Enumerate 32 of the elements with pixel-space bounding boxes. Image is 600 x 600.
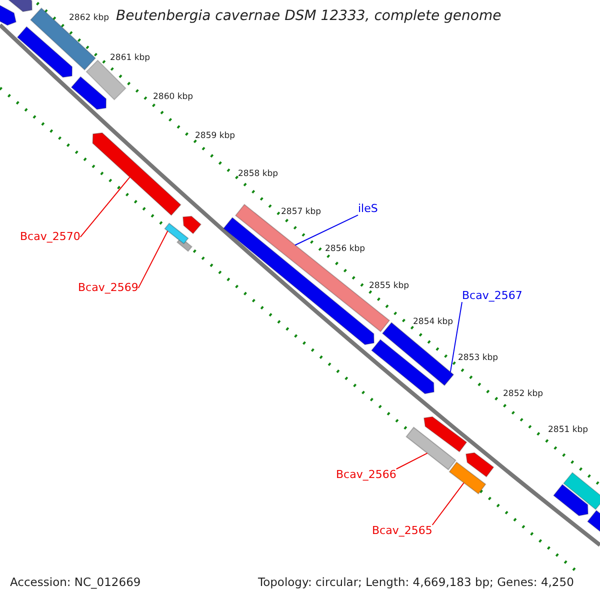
gene-feature xyxy=(164,222,189,244)
tick-label: 2855 kbp xyxy=(369,282,410,292)
footer-text: Topology: circular; Length: 4,669,183 bp; Genes: 4,250 xyxy=(258,576,574,589)
leader-line xyxy=(80,176,130,238)
tick-label: 2862 kbp xyxy=(69,14,110,24)
gene-feature xyxy=(92,132,182,216)
gene-label: Bcav_2566 xyxy=(336,469,396,482)
tick-label: 2861 kbp xyxy=(110,54,150,64)
leader-line xyxy=(432,482,464,526)
tick-label: 2853 kbp xyxy=(458,354,498,364)
leader-line xyxy=(294,214,358,246)
leader-line xyxy=(396,452,428,470)
gene-label: Bcav_2567 xyxy=(462,290,522,302)
footer-text: Accession: NC_012669 xyxy=(10,576,141,589)
gene-feature xyxy=(406,426,456,470)
gene-label: Bcav_2570 xyxy=(20,231,80,244)
tick-label: 2852 kbp xyxy=(503,390,544,400)
title: Beutenbergia cavernae DSM 12333, complete genome xyxy=(116,9,502,24)
tick-label: 2858 kbp xyxy=(238,170,278,180)
tick-label: 2851 kbp xyxy=(548,426,588,436)
tick-label: 2857 kbp xyxy=(281,208,322,218)
tick-label: 2856 kbp xyxy=(325,245,366,254)
gene-feature xyxy=(234,204,390,332)
leader-line xyxy=(450,302,462,373)
gene-label: Bcav_2565 xyxy=(372,525,432,538)
tick-label: 2859 kbp xyxy=(195,132,236,142)
gene-label: Bcav_2569 xyxy=(78,282,138,294)
gene-label: ileS xyxy=(358,203,378,216)
leader-line xyxy=(138,230,168,289)
tick-label: 2854 kbp xyxy=(413,318,454,328)
tick-label: 2860 kbp xyxy=(153,93,194,102)
gene-feature xyxy=(448,462,486,494)
